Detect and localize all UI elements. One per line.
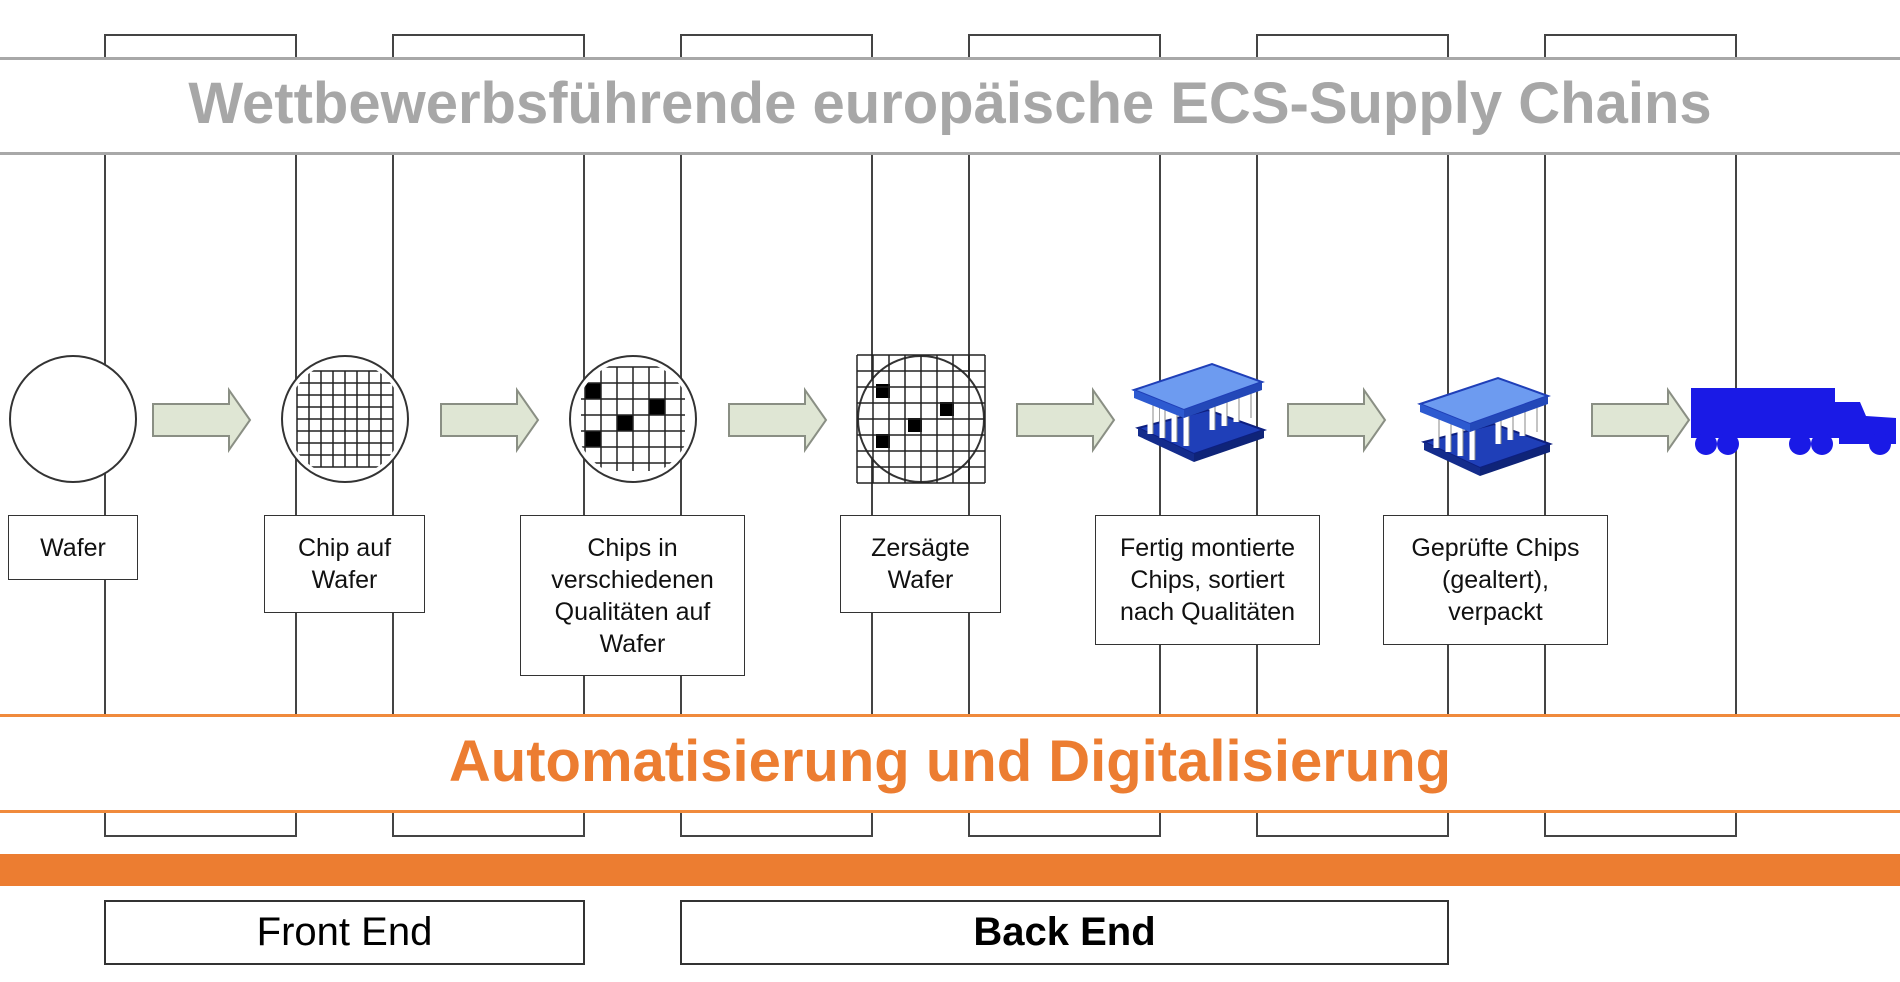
stage-label-assembled-chips: Fertig montierte Chips, sortiert nach Qu…	[1095, 515, 1320, 645]
stage-label-chip-on-wafer: Chip auf Wafer	[264, 515, 425, 613]
phase-back-end-label: Back End	[973, 910, 1156, 954]
orange-divider	[0, 854, 1900, 886]
page-title: Wettbewerbsführende europäische ECS-Supp…	[188, 71, 1712, 136]
phase-front-end-label: Front End	[256, 910, 433, 954]
chip-package-icon	[1417, 376, 1554, 476]
flow-arrow-1	[152, 386, 252, 454]
phase-front-end: Front End	[104, 900, 585, 965]
wafer-quality-icon	[569, 355, 697, 483]
stage-label-wafer: Wafer	[8, 515, 138, 580]
flow-arrow-4	[1016, 386, 1116, 454]
page-subtitle: Automatisierung und Digitalisierung	[448, 729, 1452, 794]
stage-label-sawn-wafer: Zersägte Wafer	[840, 515, 1001, 613]
phase-back-end: Back End	[680, 900, 1449, 965]
flow-arrow-2	[440, 386, 540, 454]
title-band: Wettbewerbsführende europäische ECS-Supp…	[0, 57, 1900, 155]
flow-arrow-6	[1591, 386, 1691, 454]
chip-package-icon	[1131, 362, 1268, 462]
stage-label-tested-chips: Geprüfte Chips (gealtert), verpackt	[1383, 515, 1608, 645]
wafer-chip-grid-icon	[281, 355, 409, 483]
subtitle-band: Automatisierung und Digitalisierung	[0, 714, 1900, 813]
flow-arrow-3	[728, 386, 828, 454]
truck-icon	[1691, 388, 1896, 455]
flow-arrow-5	[1287, 386, 1387, 454]
stage-label-chip-quality: Chips in verschiedenen Qualitäten auf Wa…	[520, 515, 745, 676]
wafer-blank-icon	[9, 355, 137, 483]
sawn-wafer-icon	[856, 354, 986, 484]
